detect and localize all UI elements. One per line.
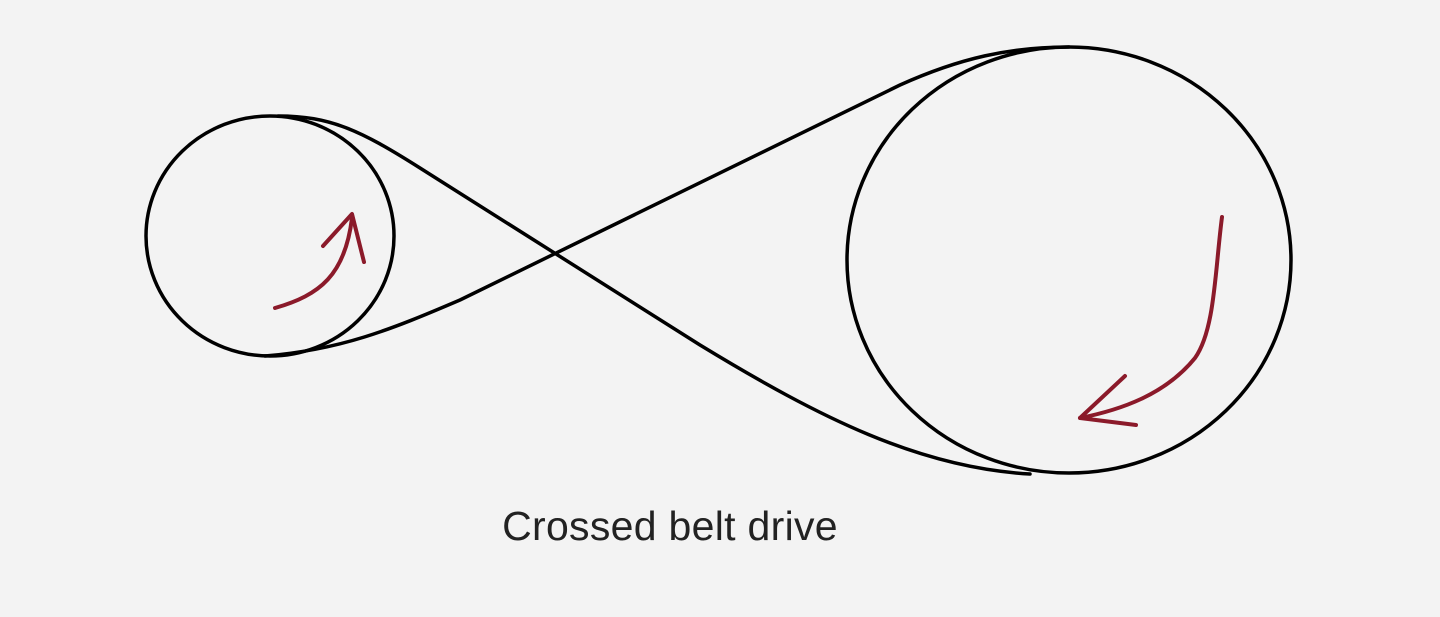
belt-segment-top-to-bottom bbox=[276, 114, 1032, 476]
large-pulley bbox=[845, 45, 1293, 475]
diagram-caption: Crossed belt drive bbox=[502, 503, 838, 549]
belt-segment-bottom-to-top bbox=[263, 45, 1071, 358]
large-pulley-rotation-arrow bbox=[1078, 215, 1224, 427]
small-pulley-rotation-arrow bbox=[273, 212, 366, 310]
